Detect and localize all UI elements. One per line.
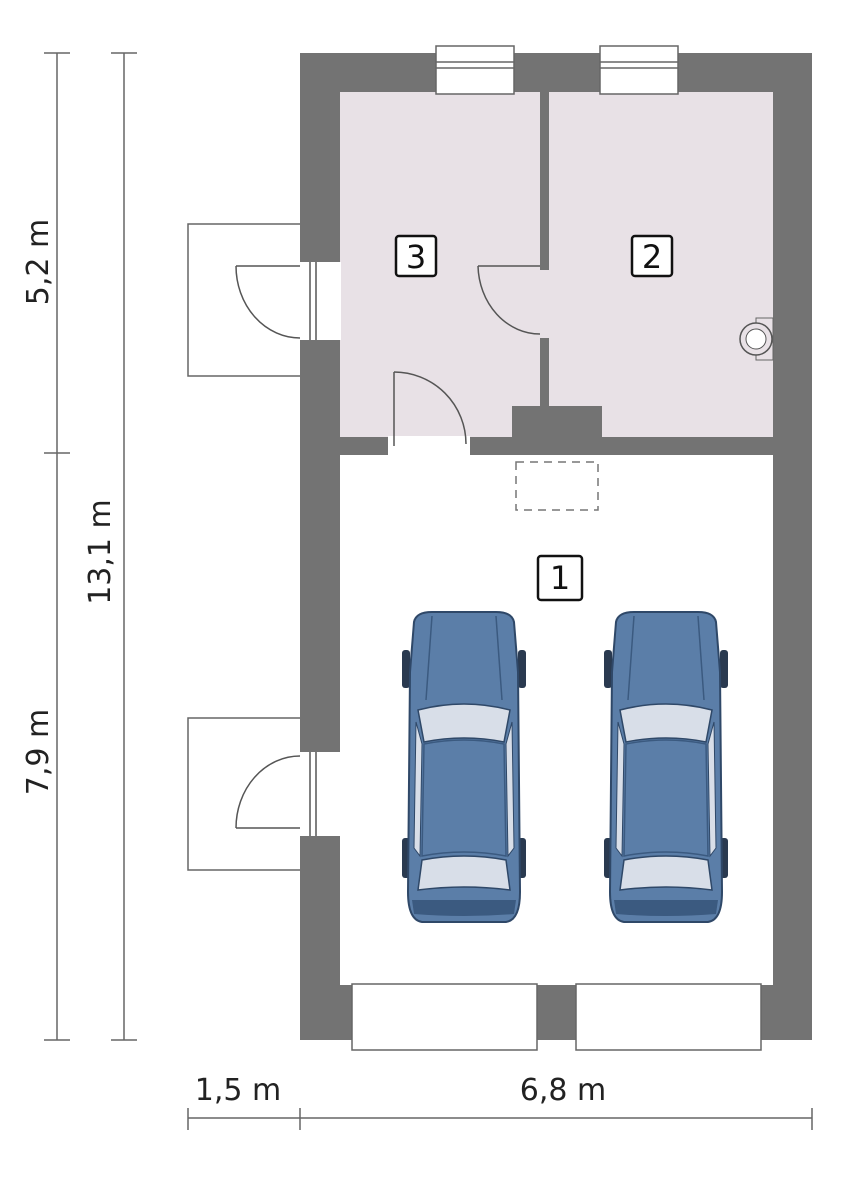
entry-depth-dimension: 1,5 m xyxy=(195,1073,281,1108)
car-right xyxy=(603,611,729,923)
room-label-1: 1 xyxy=(536,554,584,602)
door-swings xyxy=(235,262,541,836)
garage-doors xyxy=(351,983,762,1051)
door-openings xyxy=(540,270,550,338)
svg-text:1: 1 xyxy=(550,559,570,597)
svg-text:3: 3 xyxy=(406,238,426,276)
car-left xyxy=(401,611,527,923)
windows-top xyxy=(435,45,679,95)
total-length-dimension: 13,1 m xyxy=(83,499,118,605)
sink-icon xyxy=(739,317,774,361)
dimension-lines-bottom xyxy=(187,1108,813,1130)
attic-hatch xyxy=(515,461,599,511)
entry-platforms xyxy=(187,223,302,871)
room-3-floor xyxy=(340,92,540,437)
svg-text:2: 2 xyxy=(642,238,662,276)
lower-section-dimension: 7,9 m xyxy=(21,709,56,795)
room-label-2: 2 xyxy=(630,234,674,278)
dimension-lines-left xyxy=(44,52,137,1041)
total-width-dimension: 6,8 m xyxy=(520,1073,606,1108)
wall-pier xyxy=(512,406,602,446)
room-label-3: 3 xyxy=(394,234,438,278)
upper-section-dimension: 5,2 m xyxy=(21,219,56,305)
